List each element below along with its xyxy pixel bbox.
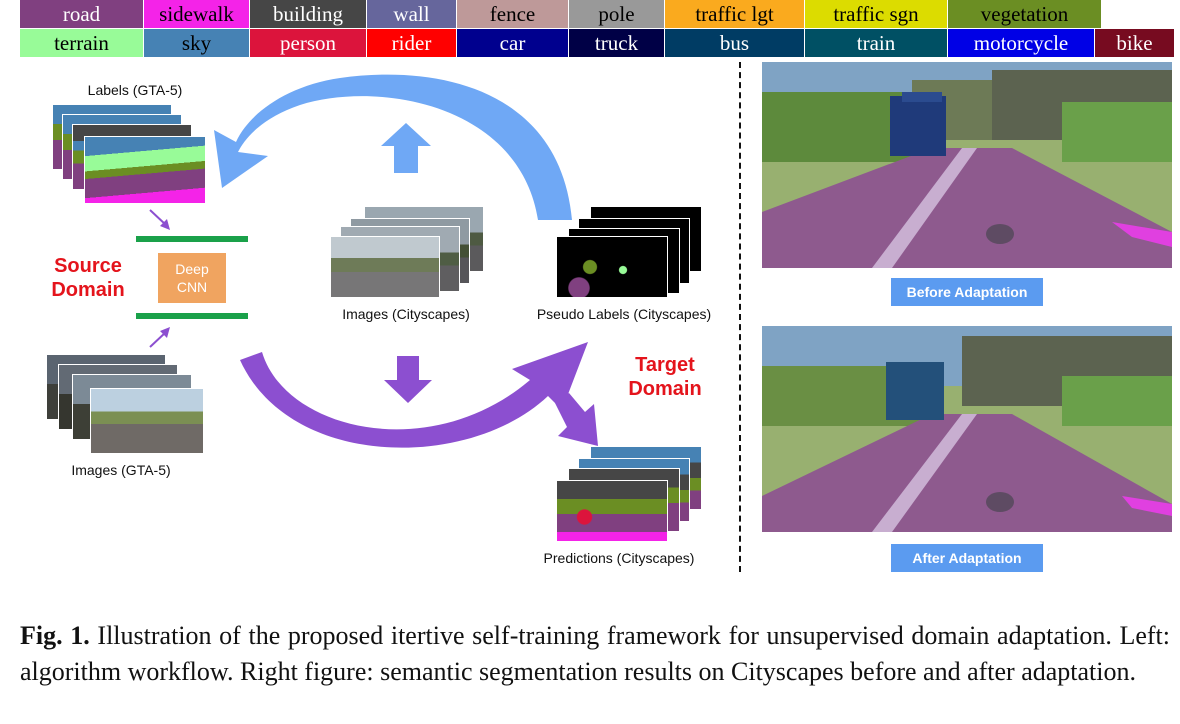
legend-pole: pole (569, 0, 664, 28)
images-city-stack (330, 206, 490, 302)
cnn-bottom-bar (136, 313, 248, 319)
blue-arc-arrow (214, 74, 572, 220)
purple-down-arrow (384, 356, 432, 403)
cnn-label-line: Deep (175, 261, 209, 277)
domain-label-line: Domain (51, 279, 125, 301)
images-city-front (330, 236, 440, 298)
legend-wall: wall (367, 0, 456, 28)
small-arrow-up (149, 331, 167, 348)
legend-person: person (250, 29, 366, 57)
purple-diag-arrow (555, 393, 598, 446)
predictions-caption: Predictions (Cityscapes) (543, 550, 695, 566)
domain-label-line: Target (635, 354, 695, 376)
labels-gta-front (84, 136, 206, 204)
cnn-label-line: CNN (176, 279, 208, 295)
dashed-divider (739, 62, 741, 572)
pseudo-labels-caption: Pseudo Labels (Cityscapes) (536, 306, 712, 322)
legend-fence: fence (457, 0, 568, 28)
legend-motorcycle: motorcycle (948, 29, 1094, 57)
images-gta-caption: Images (GTA-5) (71, 462, 171, 478)
blue-up-arrow (381, 123, 431, 173)
legend-bike: bike (1095, 29, 1174, 57)
legend-train: train (805, 29, 947, 57)
images-city-caption: Images (Cityscapes) (342, 306, 470, 322)
pseudo-labels-front (556, 236, 668, 298)
after-adaptation-button[interactable]: After Adaptation (891, 544, 1043, 572)
legend-terrain: terrain (20, 29, 143, 57)
before-adaptation-image (762, 62, 1172, 268)
legend-vegetation: vegetation (948, 0, 1101, 28)
caption-label: Fig. 1. (20, 621, 90, 650)
legend-sky: sky (144, 29, 249, 57)
after-adaptation-image (762, 326, 1172, 532)
legend-sidewalk: sidewalk (144, 0, 249, 28)
labels-gta-stack (52, 104, 212, 204)
domain-label-line: Source (54, 255, 122, 277)
labels-gta-caption: Labels (GTA-5) (87, 82, 183, 98)
caption-text: Illustration of the proposed itertive se… (20, 621, 1171, 686)
figure-caption: Fig. 1. Illustration of the proposed ite… (20, 618, 1170, 690)
legend-road: road (20, 0, 143, 28)
domain-label-line: Domain (628, 378, 702, 400)
workflow-arrows (149, 74, 598, 448)
legend-building: building (250, 0, 366, 28)
images-gta-stack (46, 354, 206, 456)
legend-traffic-sgn: traffic sgn (805, 0, 947, 28)
pseudo-labels-stack (556, 206, 706, 302)
legend-rider: rider (367, 29, 456, 57)
legend-truck: truck (569, 29, 664, 57)
legend-traffic-lgt: traffic lgt (665, 0, 804, 28)
predictions-stack (556, 446, 706, 542)
before-adaptation-button[interactable]: Before Adaptation (891, 278, 1043, 306)
images-gta-front (90, 388, 204, 454)
small-arrow-down (149, 209, 167, 226)
legend-car: car (457, 29, 568, 57)
cnn-top-bar (136, 236, 248, 242)
predictions-front (556, 480, 668, 542)
purple-arc-arrow (240, 342, 588, 448)
legend-bus: bus (665, 29, 804, 57)
